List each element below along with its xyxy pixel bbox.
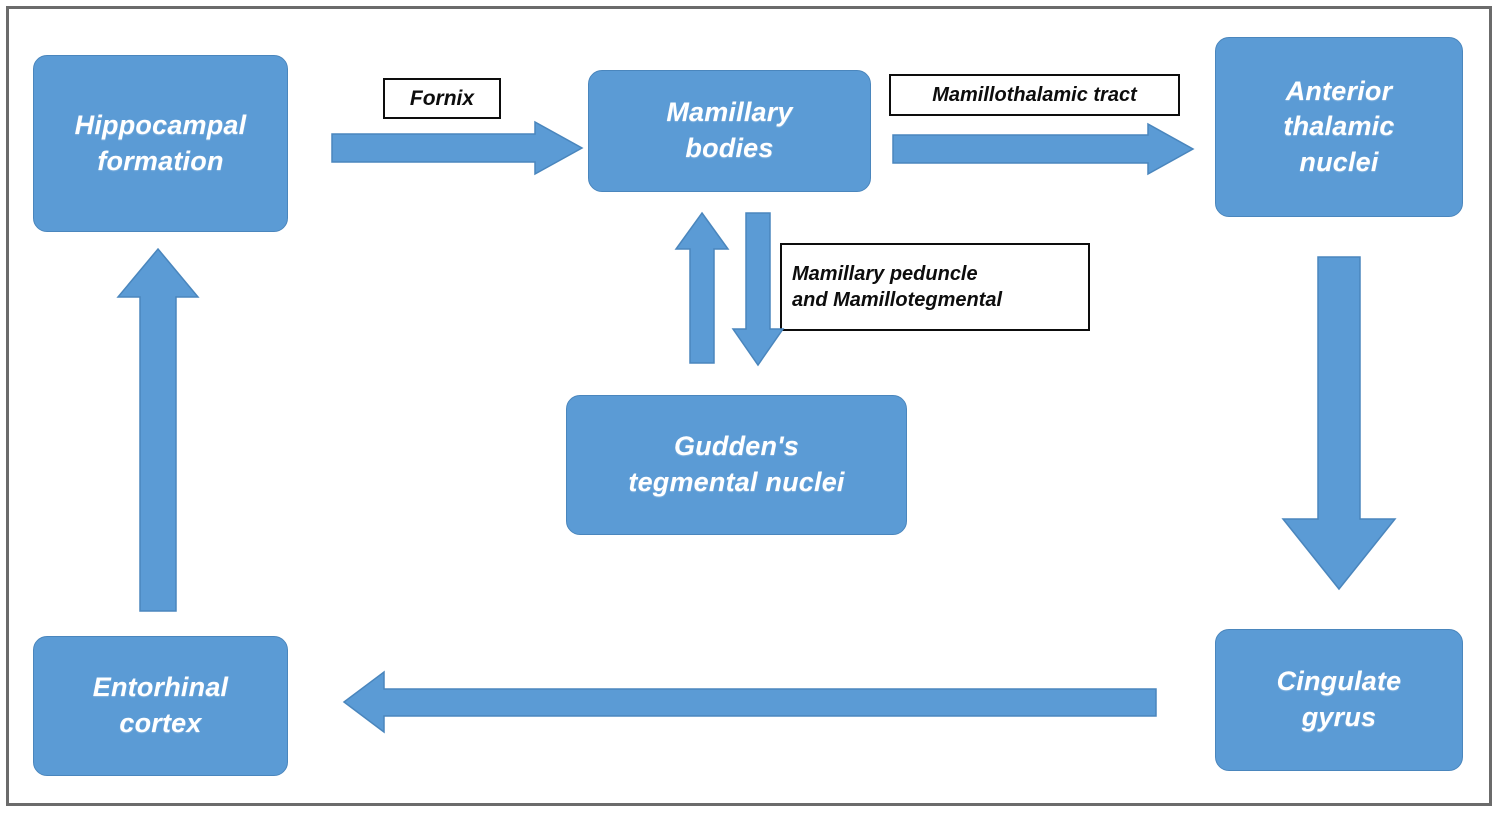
node-label-guddens-tegmental-nuclei: Gudden's tegmental nuclei [628, 431, 845, 497]
node-mamillary-bodies[interactable]: Mamillary bodies [588, 70, 871, 192]
callout-fornix: Fornix [383, 78, 501, 119]
arrow-hippocampal-to-mamillary [331, 120, 584, 176]
arrow-entorhinal-to-hippocampal [116, 247, 200, 612]
node-anterior-thalamic-nuclei[interactable]: Anterior thalamic nuclei [1215, 37, 1463, 217]
arrow-gudden-to-mamillary [674, 211, 730, 364]
node-label-mamillary-bodies: Mamillary bodies [666, 97, 793, 163]
node-label-entorhinal-cortex: Entorhinal cortex [92, 672, 229, 738]
node-hippocampal-formation[interactable]: Hippocampal formation [33, 55, 288, 232]
node-cingulate-gyrus[interactable]: Cingulate gyrus [1215, 629, 1463, 771]
callout-label-fornix: Fornix [409, 86, 475, 110]
arrow-mamillary-to-gudden [731, 212, 785, 367]
arrow-anterior-thalamic-to-cingulate [1281, 256, 1397, 591]
callout-mamillothalamic-tract: Mamillothalamic tract [889, 74, 1180, 116]
node-label-anterior-thalamic-nuclei: Anterior thalamic nuclei [1283, 75, 1395, 177]
callout-label-mamillothalamic-tract: Mamillothalamic tract [932, 84, 1137, 106]
node-label-cingulate-gyrus: Cingulate gyrus [1276, 666, 1402, 732]
callout-label-mamillary-peduncle: Mamillary peduncle and Mamillotegmental [792, 263, 1003, 311]
arrow-mamillary-to-anterior-thalamic [892, 122, 1195, 176]
node-entorhinal-cortex[interactable]: Entorhinal cortex [33, 636, 288, 776]
arrow-cingulate-to-entorhinal [342, 670, 1157, 734]
node-label-hippocampal-formation: Hippocampal formation [74, 109, 247, 176]
node-guddens-tegmental-nuclei[interactable]: Gudden's tegmental nuclei [566, 395, 907, 535]
callout-mamillary-peduncle: Mamillary peduncle and Mamillotegmental [780, 243, 1090, 331]
